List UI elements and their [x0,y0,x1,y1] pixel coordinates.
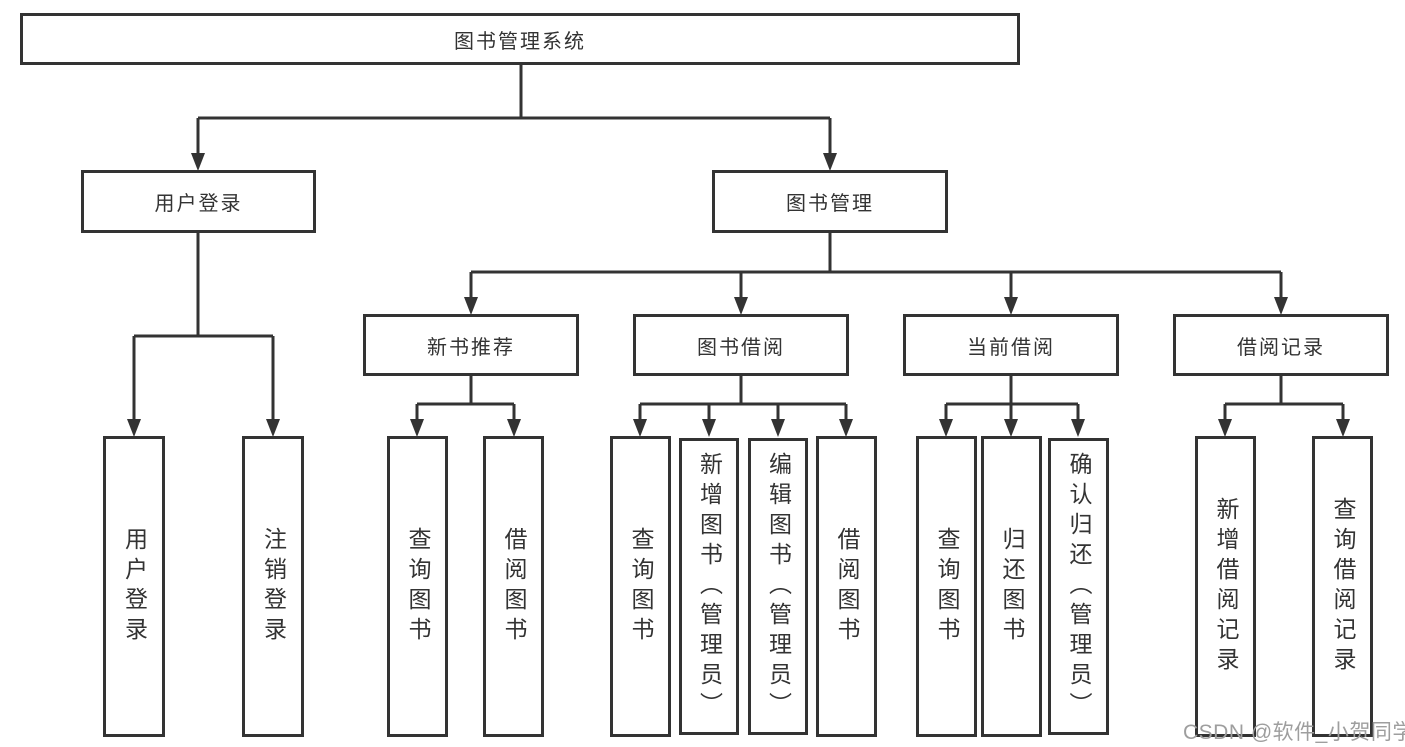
leaf-borrow-books-recommend: 借阅图书 [483,436,544,737]
leaf-query-books-recommend: 查询图书 [387,436,448,737]
leaf-query-borrow-record-label: 查询借阅记录 [1330,496,1356,677]
leaf-return-books: 归还图书 [981,436,1042,737]
leaf-confirm-return-admin-label: 确认归还（管理员） [1066,451,1092,722]
leaf-return-books-label: 归还图书 [999,526,1025,647]
leaf-borrow-books: 借阅图书 [816,436,877,737]
node-root-system: 图书管理系统 [20,13,1020,65]
leaf-edit-books-admin: 编辑图书（管理员） [748,438,808,735]
leaf-borrow-books-recommend-label: 借阅图书 [501,526,527,647]
node-current-borrowing-label: 当前借阅 [967,336,1055,359]
leaf-confirm-return-admin: 确认归还（管理员） [1048,438,1109,735]
leaf-query-books-recommend-label: 查询图书 [405,526,431,647]
leaf-add-borrow-record-label: 新增借阅记录 [1213,496,1239,677]
node-borrowing-records-label: 借阅记录 [1237,336,1325,359]
leaf-add-books-admin: 新增图书（管理员） [679,438,739,735]
node-new-book-recommend-label: 新书推荐 [427,336,515,359]
leaf-add-borrow-record: 新增借阅记录 [1195,436,1256,737]
node-user-login-label: 用户登录 [154,193,243,215]
node-current-borrowing: 当前借阅 [903,314,1119,376]
node-root-system-label: 图书管理系统 [454,30,586,53]
leaf-user-login-label: 用户登录 [121,526,148,647]
node-book-management-label: 图书管理 [786,193,874,215]
node-borrowing-records: 借阅记录 [1173,314,1389,376]
leaf-edit-books-admin-label: 编辑图书（管理员） [765,451,792,722]
leaf-add-books-admin-label: 新增图书（管理员） [696,451,723,722]
csdn-watermark: CSDN @软件_小贺同学 [1183,721,1405,744]
node-book-management: 图书管理 [712,170,948,233]
leaf-query-borrow-record: 查询借阅记录 [1312,436,1373,737]
leaf-user-login: 用户登录 [103,436,165,737]
leaf-query-books-borrowing-label: 查询图书 [628,526,654,647]
leaf-logout: 注销登录 [242,436,304,737]
leaf-query-books-borrowing: 查询图书 [610,436,671,737]
node-book-borrowing-label: 图书借阅 [697,336,785,359]
node-new-book-recommend: 新书推荐 [363,314,579,376]
leaf-borrow-books-label: 借阅图书 [834,526,860,647]
leaf-logout-label: 注销登录 [260,526,287,647]
node-user-login: 用户登录 [81,170,316,233]
leaf-query-books-current-label: 查询图书 [934,526,960,647]
leaf-query-books-current: 查询图书 [916,436,977,737]
node-book-borrowing: 图书借阅 [633,314,849,376]
